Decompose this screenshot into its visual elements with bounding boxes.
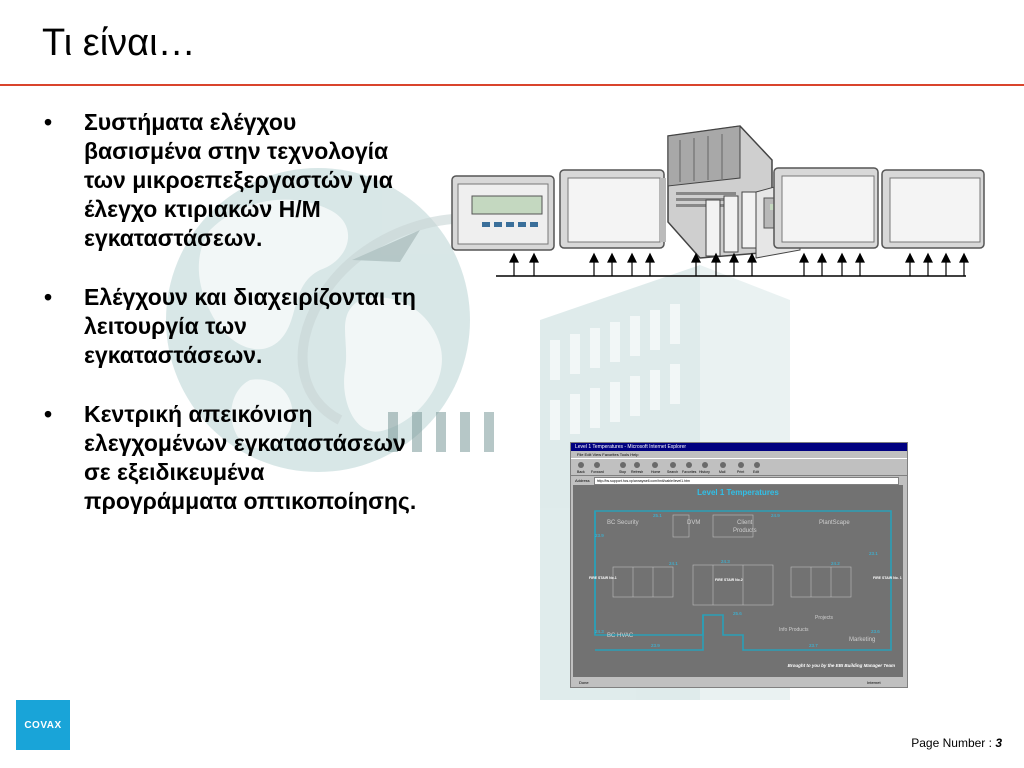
floor-plan-view: Level 1 Temperatures BC Security DVM Cli… (573, 485, 903, 677)
toolbar-mail-label[interactable]: Mail (719, 470, 726, 474)
room-label: PlantScape (819, 520, 850, 526)
room-label: Projects (815, 615, 834, 621)
address-label: Address (575, 478, 590, 483)
bus-connection-arrows (509, 252, 969, 276)
bullet-text: Συστήματα ελέγχου βασισμένα στην τεχνολο… (84, 109, 393, 251)
floor-plan-inner-lines (612, 514, 852, 606)
controller-cabinet-2 (559, 169, 666, 249)
browser-address-bar: Address http://bs.support.hcs.xp/annaywe… (571, 476, 907, 485)
bullet-item: • Ελέγχουν και διαχειρίζονται τη λειτουργ… (40, 283, 420, 370)
room-label: DVM (687, 520, 700, 526)
bullet-marker: • (44, 109, 53, 135)
floor-plan-heading: Level 1 Temperatures (697, 488, 779, 497)
page-number-label: Page Number : (911, 736, 992, 750)
controller-cabinet-3 (773, 167, 879, 249)
bullet-list: • Συστήματα ελέγχου βασισμένα στην τεχνολ… (40, 108, 420, 546)
stair-label: FIRE STAIR No. 1 (873, 576, 902, 580)
temperature-reading: 25.6 (733, 611, 742, 616)
toolbar-favorites-label[interactable]: Favorites (682, 470, 697, 474)
room-label: Products (733, 528, 757, 534)
room-label: BC HVAC (607, 633, 634, 639)
temperature-reading: 24.3 (721, 559, 730, 564)
temperature-reading: 23.9 (651, 643, 660, 648)
title-divider (0, 84, 1024, 86)
temperature-reading: 23.1 (869, 551, 878, 556)
logo-text: COVAX (24, 719, 62, 731)
toolbar-print-label[interactable]: Print (737, 470, 744, 474)
temperature-reading: 23.6 (871, 629, 880, 634)
toolbar-home-label[interactable]: Home (651, 470, 660, 474)
room-label: Info Products (779, 627, 809, 633)
toolbar-history-label[interactable]: History (699, 470, 710, 474)
bullet-text: Ελέγχουν και διαχειρίζονται τη λειτουργί… (84, 284, 416, 368)
temperature-reading: 23.9 (595, 533, 604, 538)
controller-cabinets-graphic (451, 125, 985, 277)
status-zone: Internet (867, 680, 881, 685)
floor-plan-walls (594, 510, 892, 651)
company-logo: COVAX (16, 700, 70, 750)
browser-menu-bar: File Edit View Favorites Tools Help (577, 452, 639, 457)
browser-toolbar: Back Forward Stop Refresh Home Search Fa… (571, 458, 907, 476)
bullet-text: Κεντρική απεικόνιση ελεγχομένων εγκαταστ… (84, 401, 417, 514)
stair-label: FIRE STAIR No.2 (715, 578, 743, 582)
room-label: BC Security (607, 520, 639, 526)
temperature-reading: 24.2 (831, 561, 840, 566)
toolbar-search-label[interactable]: Search (667, 470, 678, 474)
slide-title: Τι είναι… (42, 22, 196, 64)
temperature-reading: 24.9 (771, 513, 780, 518)
status-done: Done (579, 680, 589, 685)
toolbar-forward-label[interactable]: Forward (591, 470, 604, 474)
floor-plan-footer: Brought to you by the EBI Building Manag… (788, 663, 895, 668)
bullet-marker: • (44, 284, 53, 310)
stair-label: FIRE STAIR No.1 (589, 576, 617, 580)
bullet-item: • Συστήματα ελέγχου βασισμένα στην τεχνολ… (40, 108, 420, 253)
toolbar-refresh-label[interactable]: Refresh (631, 470, 643, 474)
bullet-marker: • (44, 401, 53, 427)
browser-status-bar: Done Internet (571, 679, 907, 687)
page-number-value: 3 (995, 736, 1002, 750)
toolbar-stop-label[interactable]: Stop (619, 470, 626, 474)
bullet-item: • Κεντρική απεικόνιση ελεγχομένων εγκατασ… (40, 400, 420, 516)
temperature-reading: 24.3 (595, 629, 604, 634)
temperature-reading: 25.1 (653, 513, 662, 518)
controller-cabinet-4 (881, 169, 985, 249)
browser-title-bar: Level 1 Temperatures - Microsoft Interne… (571, 443, 907, 451)
controller-cabinet-1 (451, 175, 555, 251)
address-input[interactable]: http://bs.support.hcs.xp/annaywell.com/h… (593, 476, 899, 485)
page-number: Page Number : 3 (911, 736, 1002, 750)
room-label: Client (737, 520, 753, 526)
temperature-reading: 23.7 (809, 643, 818, 648)
room-label: Marketing (849, 637, 875, 643)
temperature-reading: 24.1 (669, 561, 678, 566)
toolbar-back-label[interactable]: Back (577, 470, 585, 474)
toolbar-edit-label[interactable]: Edit (753, 470, 759, 474)
browser-screenshot: Level 1 Temperatures - Microsoft Interne… (570, 442, 908, 688)
